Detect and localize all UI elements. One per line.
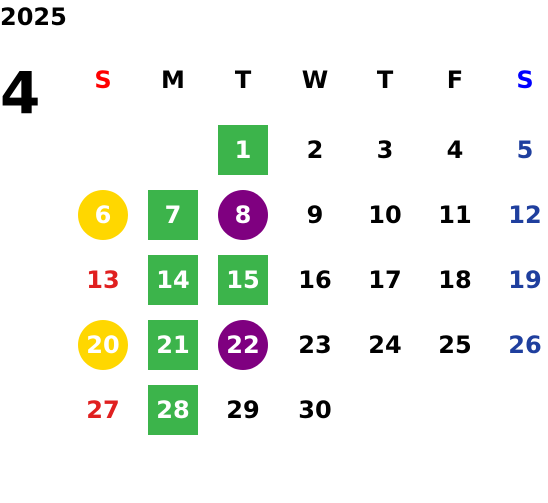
day-cell[interactable]: 13 <box>86 266 120 294</box>
weekday-label: T <box>234 66 252 94</box>
day-cell-marked-green[interactable]: 28 <box>148 385 198 435</box>
day-cell[interactable]: 25 <box>438 331 472 359</box>
day-cell[interactable]: 29 <box>226 396 260 424</box>
day-cell[interactable]: 16 <box>298 266 332 294</box>
day-cell[interactable]: 24 <box>368 331 402 359</box>
day-cell[interactable]: 9 <box>306 201 324 229</box>
weekday-label: S <box>94 66 112 94</box>
day-cell[interactable]: 27 <box>86 396 120 424</box>
day-cell-marked-green[interactable]: 21 <box>148 320 198 370</box>
day-cell-marked-green[interactable]: 15 <box>218 255 268 305</box>
day-cell[interactable]: 4 <box>446 136 464 164</box>
month-label: 4 <box>0 59 41 127</box>
day-cell-marked-green[interactable]: 1 <box>218 125 268 175</box>
weekday-label: S <box>516 66 534 94</box>
day-cell[interactable]: 18 <box>438 266 472 294</box>
day-cell[interactable]: 23 <box>298 331 332 359</box>
day-cell-marked-green[interactable]: 14 <box>148 255 198 305</box>
day-cell[interactable]: 2 <box>306 136 324 164</box>
weekday-label: T <box>376 66 394 94</box>
day-cell-marked-yellow[interactable]: 6 <box>78 190 128 240</box>
weekday-label: F <box>446 66 464 94</box>
day-cell[interactable]: 17 <box>368 266 402 294</box>
weekday-label: M <box>161 66 185 94</box>
day-cell[interactable]: 5 <box>516 136 534 164</box>
weekday-label: W <box>301 66 329 94</box>
day-cell[interactable]: 19 <box>508 266 542 294</box>
day-cell[interactable]: 11 <box>438 201 472 229</box>
day-cell-marked-purple[interactable]: 8 <box>218 190 268 240</box>
day-cell[interactable]: 30 <box>298 396 332 424</box>
day-cell[interactable]: 10 <box>368 201 402 229</box>
day-cell[interactable]: 3 <box>376 136 394 164</box>
day-cell-marked-yellow[interactable]: 20 <box>78 320 128 370</box>
year-label: 2025 <box>0 3 67 31</box>
day-cell-marked-purple[interactable]: 22 <box>218 320 268 370</box>
day-cell-marked-green[interactable]: 7 <box>148 190 198 240</box>
day-cell[interactable]: 12 <box>508 201 542 229</box>
day-cell[interactable]: 26 <box>508 331 542 359</box>
